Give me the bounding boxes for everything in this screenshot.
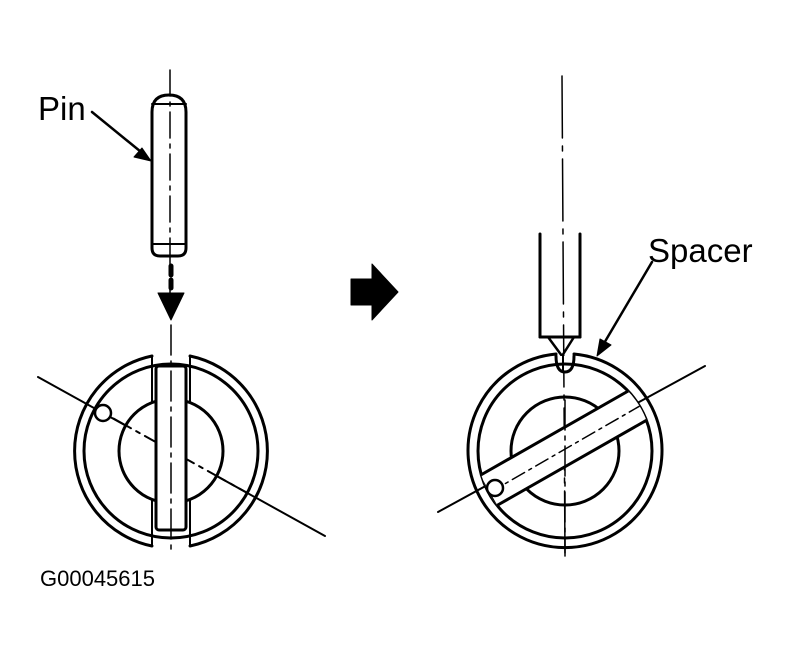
pin-label: Pin xyxy=(38,90,86,127)
pin-part xyxy=(150,93,188,258)
figure-code: G00045615 xyxy=(40,566,155,591)
right-center-line xyxy=(561,75,566,557)
spacer-leader-arrowhead xyxy=(596,338,612,357)
spacer-label: Spacer xyxy=(648,232,753,269)
left-pin-hole xyxy=(93,403,113,423)
press-tool xyxy=(538,232,582,358)
spacer-leader-line xyxy=(601,260,654,347)
right-arrow-icon xyxy=(350,263,399,321)
right-pin-hole xyxy=(485,478,505,498)
down-arrow-icon xyxy=(157,263,185,321)
right-installed-pin xyxy=(478,384,652,508)
pin-leader-arrowhead xyxy=(133,147,152,162)
pin-leader-line xyxy=(90,110,148,158)
